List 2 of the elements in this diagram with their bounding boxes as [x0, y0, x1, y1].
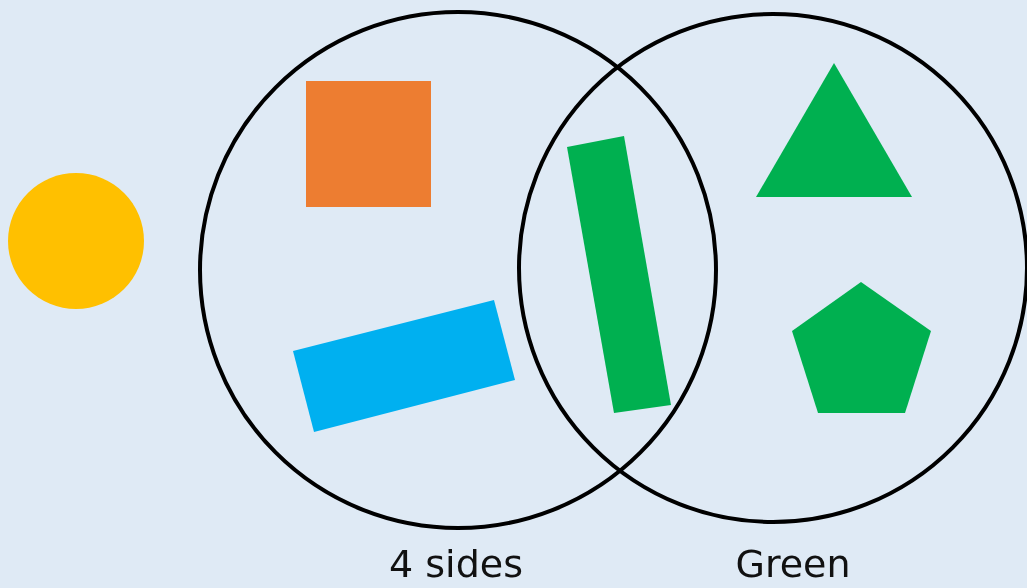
set-label: Green	[735, 541, 851, 588]
set-label: 4 sides	[389, 541, 523, 588]
